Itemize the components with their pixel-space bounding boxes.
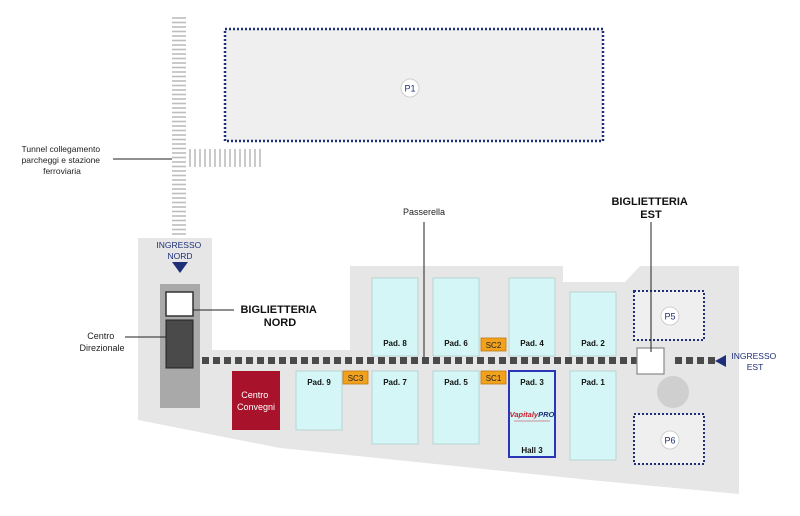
walkway-dot (444, 357, 451, 364)
walkway-dot (312, 357, 319, 364)
walkway-dot (433, 357, 440, 364)
centro-direzionale-label: Centro Direzionale (79, 331, 124, 353)
walkway-dot (477, 357, 484, 364)
walkway-dot (323, 357, 330, 364)
pad5-label: Pad. 5 (444, 378, 468, 387)
pavilion-1[interactable]: Pad. 1 (569, 370, 617, 461)
walkway-dot (422, 357, 429, 364)
passerella-label: Passerella (403, 207, 445, 217)
walkway-dot (400, 357, 407, 364)
ticket-north-building[interactable] (165, 291, 194, 317)
walkway-dot (631, 357, 638, 364)
walkway-dot (576, 357, 583, 364)
parking-p6[interactable]: P6 (633, 413, 705, 465)
walkway-dot (356, 357, 363, 364)
tunnel (172, 17, 261, 235)
walkway-dot (697, 357, 704, 364)
hall3-label: Hall 3 (521, 446, 543, 455)
walkway-dot (455, 357, 462, 364)
pad3-label: Pad. 3 (520, 378, 544, 387)
pad2-label: Pad. 2 (581, 339, 605, 348)
walkway-dot (532, 357, 539, 364)
walkway-dot (235, 357, 242, 364)
ticket-north-label: BIGLIETTERIA NORD (240, 304, 319, 329)
vapitalypro-logo: VapitalyPRO (510, 410, 555, 422)
walkway-dot (345, 357, 352, 364)
walkway-dot (268, 357, 275, 364)
walkway-dot (686, 357, 693, 364)
walkway-dot (224, 357, 231, 364)
walkway-dot (554, 357, 561, 364)
walkway-dot (488, 357, 495, 364)
walkway-dot (620, 357, 627, 364)
walkway-dot (246, 357, 253, 364)
sc1-label: SC1 (486, 374, 502, 383)
centro-convegni[interactable]: Centro Convegni (232, 371, 280, 430)
pavilion-2[interactable]: Pad. 2 (569, 291, 617, 357)
pad8-label: Pad. 8 (383, 339, 407, 348)
entrance-east-label: INGRESSO EST (731, 351, 778, 372)
roundabout (657, 376, 689, 408)
walkway-dot (521, 357, 528, 364)
walkway-path (202, 357, 715, 364)
ticket-east-building[interactable] (636, 347, 665, 375)
pad7-label: Pad. 7 (383, 378, 407, 387)
tunnel-label: Tunnel collegamento parcheggi e stazione… (22, 144, 103, 176)
pad9-label: Pad. 9 (307, 378, 331, 387)
walkway-dot (708, 357, 715, 364)
walkway-dot (411, 357, 418, 364)
service-center-1[interactable]: SC1 (480, 370, 507, 385)
pavilion-4[interactable]: Pad. 4 (508, 277, 556, 357)
p1-label: P1 (404, 84, 415, 94)
sc2-label: SC2 (486, 341, 502, 350)
walkway-dot (301, 357, 308, 364)
pavilion-9[interactable]: Pad. 9 (295, 370, 343, 431)
pavilion-7[interactable]: Pad. 7 (371, 370, 419, 445)
walkway-dot (378, 357, 385, 364)
walkway-dot (290, 357, 297, 364)
svg-text:VapitalyPRO: VapitalyPRO (510, 410, 555, 419)
walkway-dot (609, 357, 616, 364)
walkway-dot (510, 357, 517, 364)
walkway-dot (257, 357, 264, 364)
entrance-north-label: INGRESSO NORD (156, 240, 203, 261)
service-center-3[interactable]: SC3 (342, 370, 369, 385)
walkway-dot (334, 357, 341, 364)
p5-label: P5 (664, 312, 675, 322)
sc3-label: SC3 (348, 374, 364, 383)
pad1-label: Pad. 1 (581, 378, 605, 387)
pavilion-3-hall-3[interactable]: Pad. 3 VapitalyPRO Hall 3 (508, 370, 556, 458)
ticket-east-label: BIGLIETTERIA EST (611, 196, 690, 221)
pad6-label: Pad. 6 (444, 339, 468, 348)
walkway-dot (565, 357, 572, 364)
walkway-dot (389, 357, 396, 364)
walkway-dot (598, 357, 605, 364)
walkway-dot (213, 357, 220, 364)
walkway-dot (675, 357, 682, 364)
parking-p1[interactable]: P1 (223, 27, 605, 143)
walkway-dot (466, 357, 473, 364)
pavilion-8[interactable]: Pad. 8 (371, 277, 419, 357)
service-center-2[interactable]: SC2 (480, 337, 507, 352)
walkway-dot (279, 357, 286, 364)
walkway-dot (587, 357, 594, 364)
pavilion-5[interactable]: Pad. 5 (432, 370, 480, 445)
walkway-dot (543, 357, 550, 364)
parking-p5[interactable]: P5 (633, 290, 705, 341)
walkway-dot (499, 357, 506, 364)
entrance-north-arrow-icon (172, 262, 188, 273)
pavilion-6[interactable]: Pad. 6 (432, 277, 480, 357)
walkway-dot (367, 357, 374, 364)
pad4-label: Pad. 4 (520, 339, 544, 348)
entrance-east-arrow-icon (715, 355, 726, 367)
centro-convegni-label: Centro Convegni (237, 390, 275, 412)
centro-direzionale[interactable] (160, 284, 200, 408)
walkway-dot (202, 357, 209, 364)
p6-label: P6 (664, 436, 675, 446)
